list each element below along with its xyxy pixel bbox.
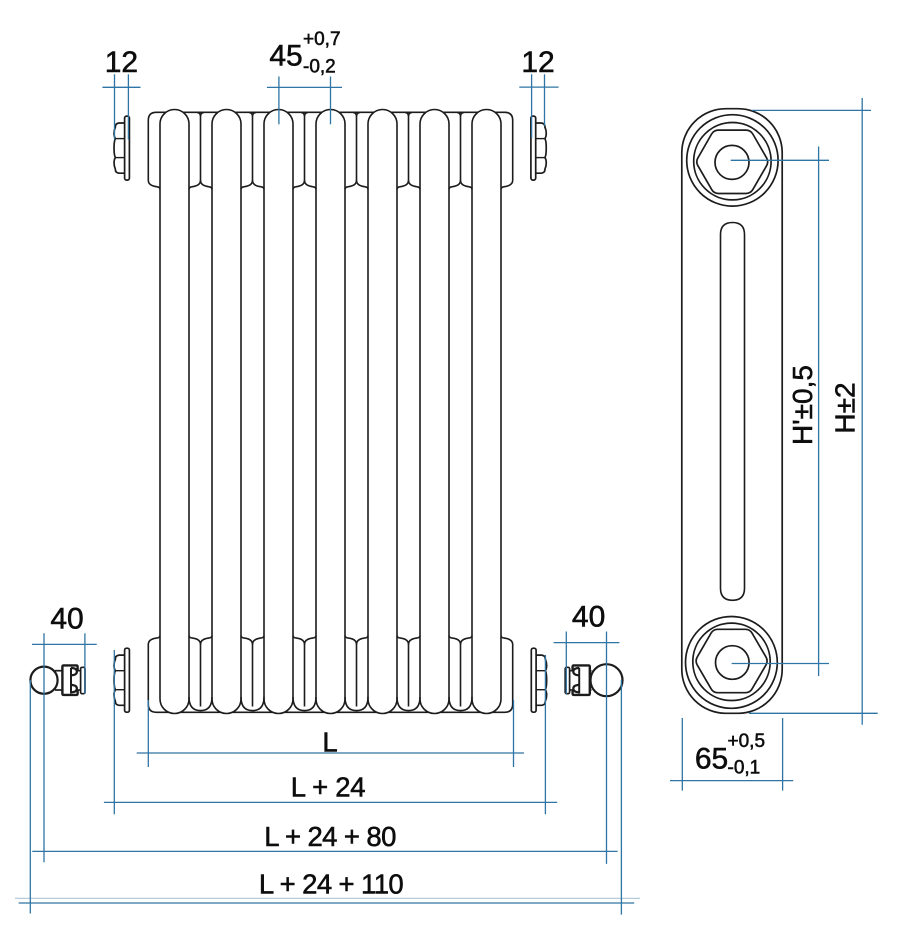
- svg-text:H'±0,5: H'±0,5: [787, 365, 818, 445]
- svg-text:40: 40: [572, 601, 605, 634]
- svg-text:12: 12: [521, 46, 554, 79]
- svg-text:40: 40: [50, 602, 83, 635]
- svg-text:L + 24 + 80: L + 24 + 80: [264, 821, 396, 852]
- svg-text:+0,7: +0,7: [303, 29, 341, 50]
- svg-text:L: L: [322, 726, 337, 757]
- svg-text:+0,5: +0,5: [728, 731, 766, 752]
- svg-text:45: 45: [269, 40, 302, 73]
- svg-text:-0,1: -0,1: [728, 758, 761, 779]
- svg-text:12: 12: [105, 46, 138, 79]
- svg-text:L + 24 + 110: L + 24 + 110: [259, 868, 403, 899]
- svg-text:65: 65: [695, 743, 728, 776]
- svg-text:H±2: H±2: [830, 382, 861, 433]
- svg-text:-0,2: -0,2: [303, 57, 336, 78]
- svg-text:L + 24: L + 24: [291, 771, 365, 802]
